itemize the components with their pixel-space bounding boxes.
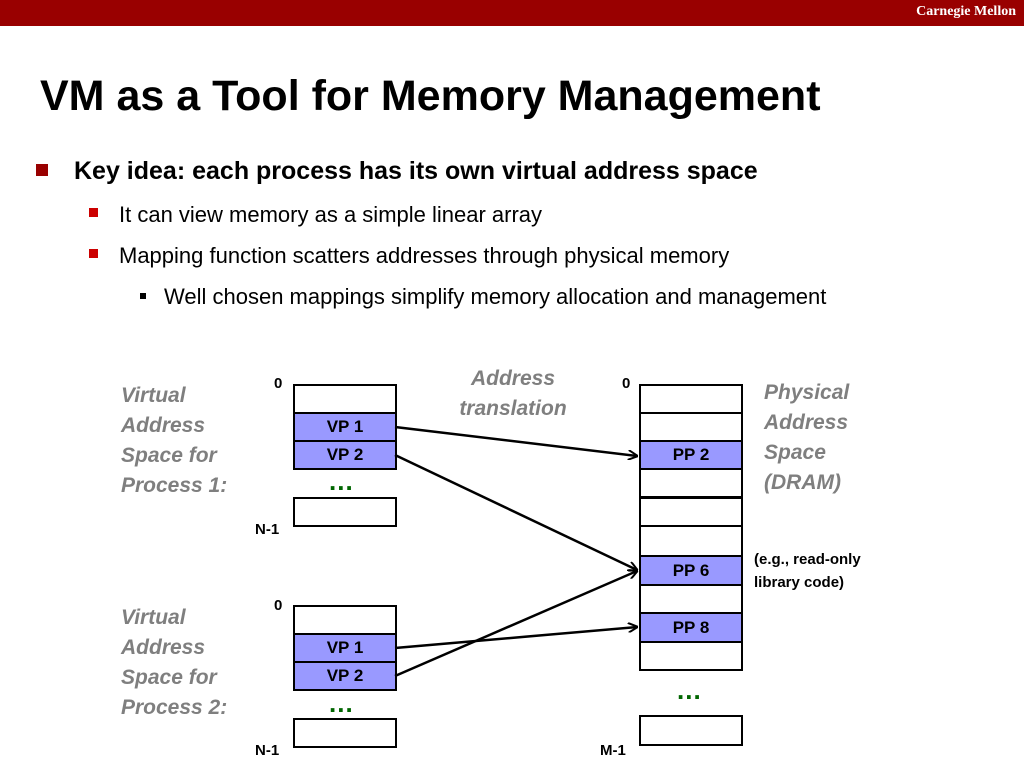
bullet-square-icon [140, 293, 146, 299]
process1-vp1: VP 1 [293, 412, 397, 442]
bullet-well-chosen: Well chosen mappings simplify memory all… [140, 284, 826, 310]
process2-ellipsis: ... [329, 688, 354, 718]
header-bar: Carnegie Mellon [0, 0, 1024, 26]
bullet-key-idea: Key idea: each process has its own virtu… [36, 157, 758, 186]
bullet-mapping-function: Mapping function scatters addresses thro… [89, 243, 729, 269]
physical-page-9 [639, 641, 743, 671]
physical-bottom-address: M-1 [600, 742, 626, 759]
address-translation-label: Address translation [459, 367, 567, 420]
bullet-well-chosen-text: Well chosen mappings simplify memory all… [164, 284, 827, 309]
physical-top-address: 0 [622, 375, 631, 392]
process1-top-address: 0 [274, 375, 283, 392]
process1-ellipsis: ... [329, 466, 354, 496]
bullet-mapping-function-text: Mapping function scatters addresses thro… [119, 243, 730, 268]
shared-page-note: (e.g., read-only library code) [754, 551, 861, 591]
process1-vp2: VP 2 [293, 440, 397, 470]
slide-title: VM as a Tool for Memory Management [40, 72, 821, 120]
bullet-key-idea-text: Key idea: each process has its own virtu… [74, 157, 758, 185]
process2-label: Virtual Address Space for Process 2: [121, 606, 228, 719]
physical-page-7 [639, 584, 743, 614]
physical-ellipsis: ... [677, 675, 702, 705]
bullet-square-icon [36, 164, 48, 176]
physical-page-0 [639, 384, 743, 414]
physical-space-label: Physical Address Space (DRAM) [764, 381, 850, 494]
process1-bottom-address: N-1 [255, 521, 280, 538]
physical-last-page [639, 715, 743, 746]
bullet-linear-array-text: It can view memory as a simple linear ar… [119, 202, 543, 227]
arrow-p1-vp1-to-pp2 [394, 425, 637, 456]
bullet-linear-array: It can view memory as a simple linear ar… [89, 202, 542, 228]
arrow-p2-vp1-to-pp8 [394, 627, 637, 650]
process1-label: Virtual Address Space for Process 1: [121, 384, 228, 497]
process1-last-page [293, 497, 397, 527]
process2-top-address: 0 [274, 597, 283, 614]
process2-vp2: VP 2 [293, 661, 397, 691]
process2-vp1: VP 1 [293, 633, 397, 663]
brand-logo-text: Carnegie Mellon [916, 4, 1016, 19]
bullet-square-icon [89, 208, 98, 217]
arrow-p1-vp2-to-pp6 [394, 453, 637, 570]
bullet-square-icon [89, 249, 98, 258]
process2-bottom-address: N-1 [255, 742, 280, 759]
arrow-p2-vp2-to-pp6 [394, 571, 637, 678]
process2-last-page [293, 718, 397, 748]
